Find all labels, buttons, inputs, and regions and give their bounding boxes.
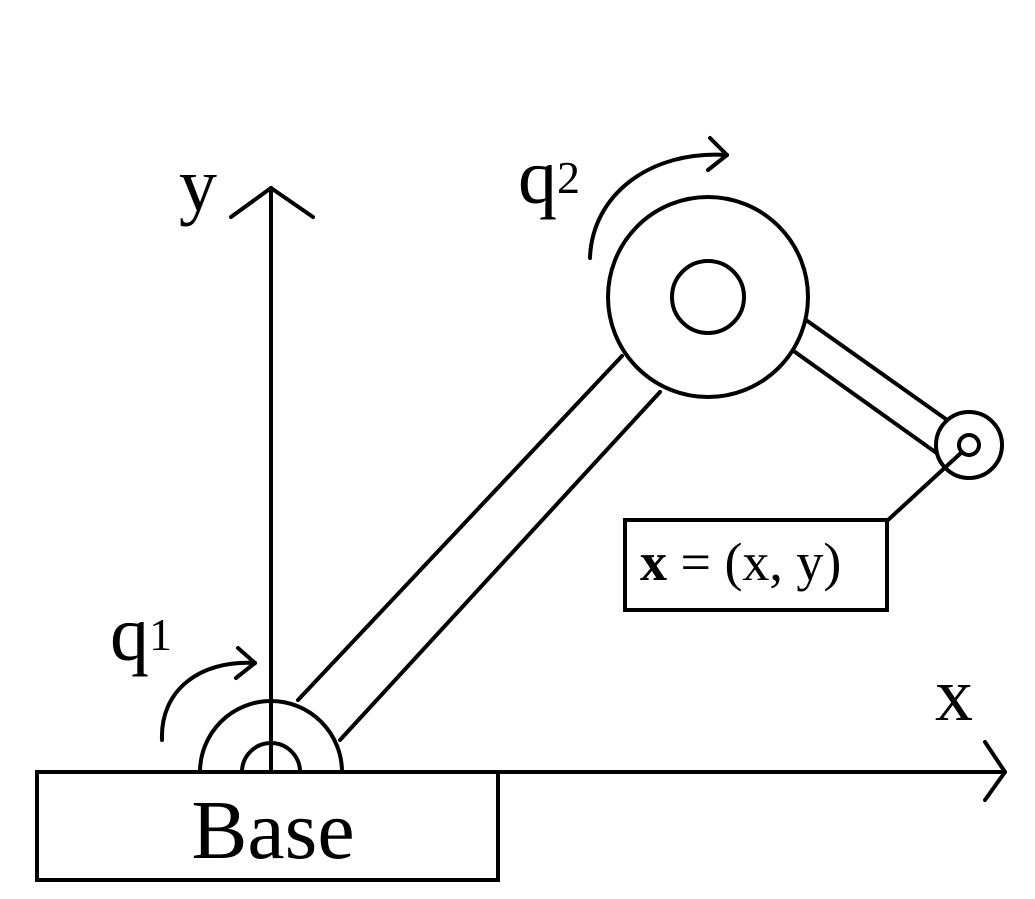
elbow-joint-outer — [606, 195, 810, 399]
position-box — [623, 518, 889, 612]
y-axis-arrowhead — [229, 186, 315, 219]
base-block — [35, 770, 500, 882]
position-vector-symbol: x — [640, 532, 667, 592]
position-vector-definition: = (x, y) — [667, 532, 841, 592]
end-effector-inner — [957, 433, 981, 457]
q1-subscript: 1 — [149, 609, 172, 660]
q2-subscript: 2 — [557, 152, 580, 203]
q1-arrowhead — [234, 646, 257, 680]
base-label: Base — [191, 784, 354, 877]
link2-upper-edge — [804, 318, 952, 424]
elbow-joint-inner — [670, 259, 746, 335]
x-axis-arrowhead — [983, 740, 1007, 802]
q2-symbol: q — [518, 133, 557, 220]
q1-symbol: q — [110, 590, 149, 677]
link2-lower-edge — [793, 350, 940, 456]
link1-upper-edge — [296, 354, 624, 702]
q1-label: q1 — [110, 590, 172, 677]
q2-label: q2 — [518, 133, 580, 220]
link1-lower-edge — [338, 390, 662, 742]
base-joint-outer — [198, 699, 344, 774]
q2-arrowhead — [706, 136, 729, 172]
q1-rotation-arc — [159, 660, 257, 742]
position-callout-line — [886, 450, 964, 522]
y-axis-label: y — [179, 143, 217, 227]
position-label: x = (x, y) — [640, 532, 841, 592]
x-axis-label: x — [935, 653, 973, 737]
base-joint-inner — [240, 741, 302, 774]
q2-rotation-arc — [588, 152, 729, 260]
